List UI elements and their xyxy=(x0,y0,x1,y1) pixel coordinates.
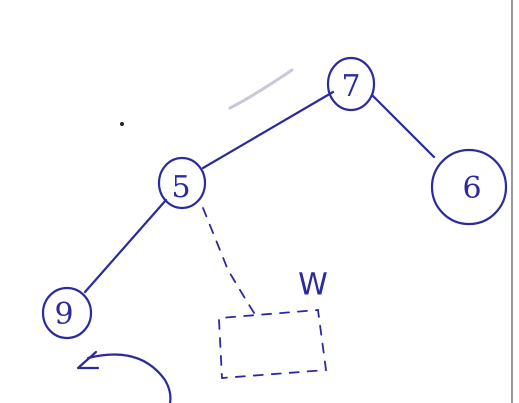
subtree-label: W xyxy=(298,268,328,303)
node-6-label: 6 xyxy=(462,171,481,206)
edge-7-5 xyxy=(201,90,335,170)
edge-5-9 xyxy=(83,198,168,294)
node-7: 7 xyxy=(326,56,376,112)
node-5-label: 5 xyxy=(171,170,190,205)
curved-arrow xyxy=(76,350,172,403)
node-5: 5 xyxy=(157,156,207,210)
edge-7-6 xyxy=(370,93,436,159)
node-9-label: 9 xyxy=(54,297,73,332)
node-6: 6 xyxy=(430,148,508,226)
node-9: 9 xyxy=(41,286,93,340)
stray-dot xyxy=(120,122,124,126)
edge-5-subtree xyxy=(202,207,257,317)
pencil-smudge xyxy=(228,68,294,110)
subtree-box xyxy=(218,309,328,379)
node-7-label: 7 xyxy=(341,69,360,104)
